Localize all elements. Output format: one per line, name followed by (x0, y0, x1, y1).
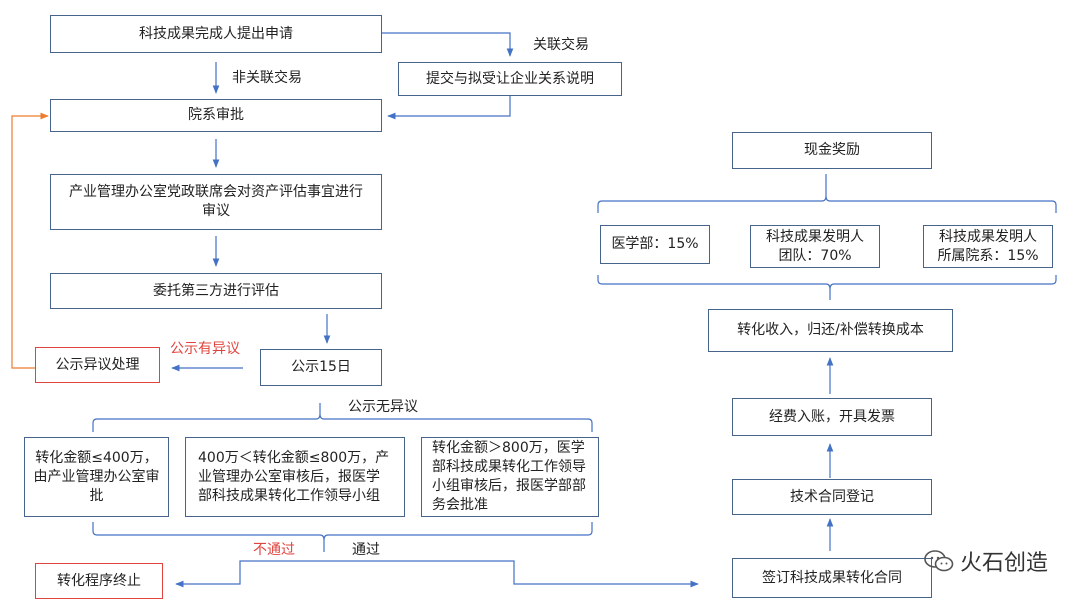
not-passed-label: 不通过 (253, 542, 295, 558)
share-medical-text: 医学部：15% (611, 236, 699, 252)
objection-node: 公示异议处理 (35, 347, 160, 383)
share-team-line1: 科技成果发明人 (766, 228, 864, 245)
tier1-text: 转化金额≤400万，由产业管理办公室审批 (33, 449, 160, 504)
register-text: 技术合同登记 (790, 488, 874, 505)
joint-meeting-text: 产业管理办公室党政联席会对资产评估事宜进行审议 (69, 184, 363, 219)
has-objection-label: 公示有异议 (170, 341, 240, 357)
third-party-node: 委托第三方进行评估 (50, 273, 382, 309)
invoice-text: 经费入账，开具发票 (769, 408, 895, 425)
tier2-text: 400万＜转化金额≤800万，产业管理办公室审核后，报医学部科技成果转化工作领导… (198, 449, 390, 504)
apply-node: 科技成果完成人提出申请 (50, 15, 382, 53)
related-label: 关联交易 (533, 37, 589, 53)
sign-node: 签订科技成果转化合同 (732, 558, 932, 598)
wechat-icon (924, 550, 954, 572)
tier2-node: 400万＜转化金额≤800万，产业管理办公室审核后，报医学部科技成果转化工作领导… (185, 437, 405, 517)
share-medical-node: 医学部：15% (600, 225, 710, 264)
non-related-label: 非关联交易 (232, 70, 302, 86)
apply-text: 科技成果完成人提出申请 (139, 25, 293, 42)
register-node: 技术合同登记 (732, 479, 932, 515)
tier3-text: 转化金额＞800万，医学部科技成果转化工作领导小组审核后，报医学部部务会批准 (432, 440, 586, 513)
publicity-node: 公示15日 (260, 349, 382, 386)
dept-approval-text: 院系审批 (188, 107, 244, 123)
passed-label: 通过 (352, 542, 380, 558)
watermark-text: 火石创造 (959, 551, 1048, 576)
tier3-node: 转化金额＞800万，医学部科技成果转化工作领导小组审核后，报医学部部务会批准 (421, 437, 599, 517)
watermark: 火石创造 (924, 545, 1048, 577)
no-objection-label: 公示无异议 (348, 399, 418, 415)
publicity-text: 公示15日 (291, 359, 351, 375)
terminate-text: 转化程序终止 (57, 572, 141, 589)
submit-relation-text: 提交与拟受让企业关系说明 (426, 70, 594, 87)
income-node: 转化收入，归还/补偿转换成本 (708, 309, 953, 352)
submit-relation-node: 提交与拟受让企业关系说明 (398, 62, 622, 96)
share-dept-line2: 所属院系：15% (937, 247, 1039, 264)
objection-text: 公示异议处理 (55, 356, 140, 373)
reward-text: 现金奖励 (804, 142, 860, 158)
share-team-line2: 团队：70% (778, 247, 852, 264)
share-dept-line1: 科技成果发明人 (939, 228, 1037, 245)
tier1-node: 转化金额≤400万，由产业管理办公室审批 (24, 437, 169, 517)
sign-text: 签订科技成果转化合同 (762, 569, 902, 586)
terminate-node: 转化程序终止 (35, 563, 163, 599)
reward-node: 现金奖励 (732, 132, 932, 169)
third-party-text: 委托第三方进行评估 (153, 282, 279, 299)
income-text: 转化收入，归还/补偿转换成本 (737, 322, 924, 338)
dept-approval-node: 院系审批 (50, 99, 382, 132)
share-dept-node: 科技成果发明人 所属院系：15% (923, 225, 1053, 268)
share-team-node: 科技成果发明人 团队：70% (750, 225, 880, 268)
invoice-node: 经费入账，开具发票 (732, 398, 932, 436)
joint-meeting-node: 产业管理办公室党政联席会对资产评估事宜进行审议 (50, 174, 382, 230)
